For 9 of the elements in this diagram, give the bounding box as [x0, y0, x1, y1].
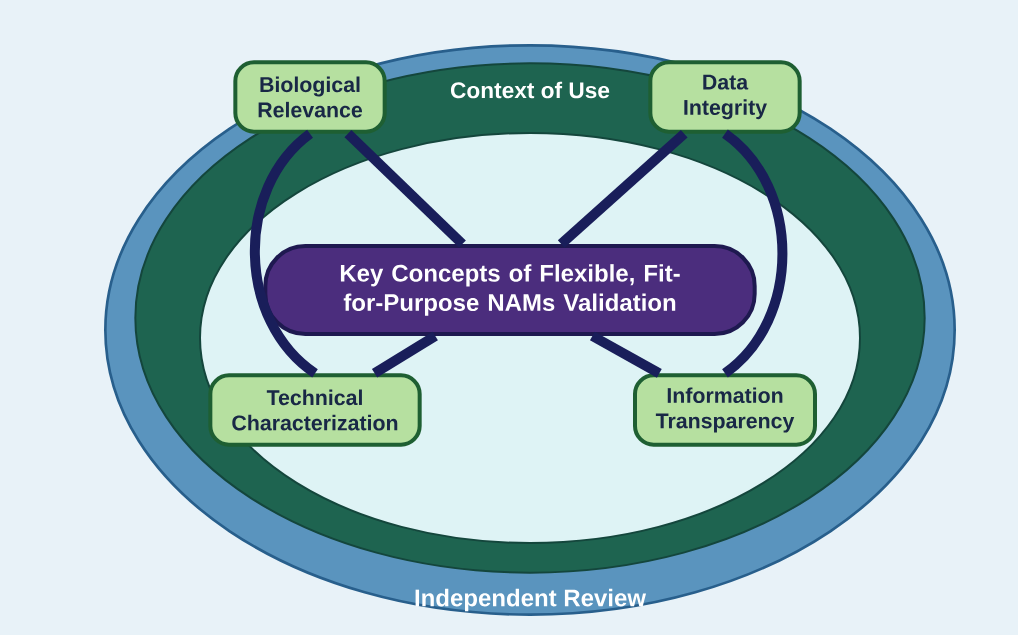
connector-line [371, 331, 438, 378]
concept-box: Key Concepts of Flexible, Fit-for-Purpose NAMs Validation [263, 244, 757, 336]
concept-box: Data Integrity [648, 60, 802, 134]
connector-line [249, 129, 319, 378]
concept-box: Biological Relevance [233, 60, 387, 134]
connector-line [589, 331, 662, 378]
concept-box: Technical Characterization [208, 373, 422, 447]
connector-line [721, 129, 788, 378]
concept-box: Information Transparency [633, 373, 817, 447]
